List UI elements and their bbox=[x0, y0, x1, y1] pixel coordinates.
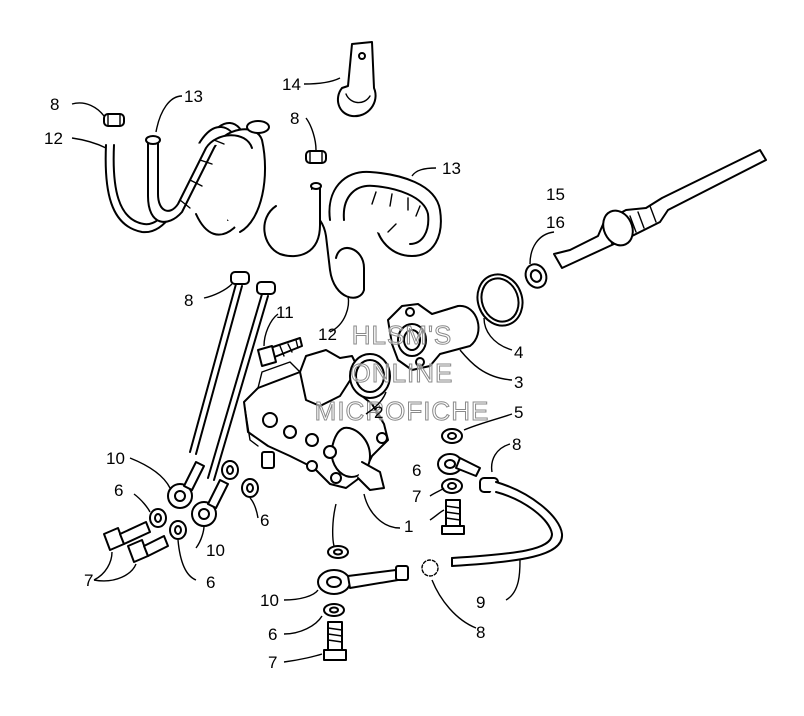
callout-10-bottom: 10 bbox=[260, 591, 279, 610]
oring-4 bbox=[476, 273, 524, 327]
washer-6-bottom-lower bbox=[323, 603, 345, 617]
callout-9: 9 bbox=[476, 593, 485, 612]
callout-12-left: 12 bbox=[44, 129, 63, 148]
banjo-fitting-10-upper bbox=[167, 461, 205, 509]
banjo-fitting-5 bbox=[437, 453, 481, 477]
drive-shaft-15 bbox=[553, 149, 767, 269]
clamp-8-mid-b bbox=[256, 281, 276, 295]
watermark-line-1: HLSM'S bbox=[352, 320, 453, 350]
callout-13-right: 13 bbox=[442, 159, 461, 178]
oring-2 bbox=[349, 353, 391, 399]
callout-5: 5 bbox=[514, 403, 523, 422]
callout-11: 11 bbox=[276, 303, 294, 322]
callout-4: 4 bbox=[514, 343, 523, 362]
callout-6-right: 6 bbox=[412, 461, 421, 480]
callout-labels: 8 12 13 14 8 13 15 16 8 11 12 4 3 2 5 8 … bbox=[44, 75, 565, 672]
callout-7-left: 7 bbox=[84, 571, 93, 590]
callout-6-lower: 6 bbox=[206, 573, 215, 592]
watermark-line-3: MICROFICHE bbox=[315, 396, 490, 426]
clamp-8-top-center bbox=[305, 150, 327, 164]
callout-8-top-left: 8 bbox=[50, 95, 59, 114]
callout-8-right: 8 bbox=[512, 435, 521, 454]
banjo-fitting-10-lower bbox=[191, 479, 229, 527]
callout-12-center: 12 bbox=[318, 325, 337, 344]
callout-6-bottom: 6 bbox=[268, 625, 277, 644]
hose-center-12 bbox=[263, 182, 365, 299]
washer-6-left-upper bbox=[149, 508, 167, 528]
callout-15: 15 bbox=[546, 185, 565, 204]
callout-8-top-center: 8 bbox=[290, 109, 299, 128]
bolt-11 bbox=[257, 337, 303, 367]
callout-13-left: 13 bbox=[184, 87, 203, 106]
washer-6-right-bottom bbox=[441, 478, 463, 494]
hose-left-13 bbox=[145, 120, 270, 233]
bolt-7-left-a bbox=[103, 521, 151, 551]
tube-right-long bbox=[207, 293, 269, 481]
leader-lines bbox=[71, 77, 555, 663]
callout-1: 1 bbox=[404, 517, 413, 536]
clamp-8-mid-a bbox=[230, 271, 250, 285]
callout-10-left: 10 bbox=[106, 449, 125, 468]
washer-6-pump-a bbox=[221, 460, 239, 480]
tube-left-long bbox=[189, 283, 243, 455]
callout-3: 3 bbox=[514, 373, 523, 392]
callout-8-bottom: 8 bbox=[476, 623, 485, 642]
watermark: HLSM'S ONLINE MICROFICHE bbox=[314, 320, 490, 427]
washer-6-pump-b bbox=[241, 478, 259, 498]
hose-9 bbox=[451, 481, 564, 567]
washer-6-left-lower bbox=[169, 520, 187, 540]
hose-center-13 bbox=[328, 170, 442, 257]
washer-16 bbox=[524, 263, 548, 289]
callout-6-pump: 6 bbox=[260, 511, 269, 530]
bolt-7-right bbox=[441, 499, 465, 535]
watermark-line-2: ONLINE bbox=[351, 358, 454, 388]
bracket-14 bbox=[336, 41, 377, 118]
washer-6-right-top bbox=[441, 428, 463, 444]
callout-6-left: 6 bbox=[114, 481, 123, 500]
callout-7-right: 7 bbox=[412, 487, 421, 506]
callout-10-lower: 10 bbox=[206, 541, 225, 560]
callout-2: 2 bbox=[374, 403, 383, 422]
callout-14: 14 bbox=[282, 75, 301, 94]
clamp-8-bottom bbox=[421, 559, 439, 577]
callout-16: 16 bbox=[546, 213, 565, 232]
callout-8-mid: 8 bbox=[184, 291, 193, 310]
callout-7-bottom: 7 bbox=[268, 653, 277, 672]
banjo-fitting-10-bottom bbox=[317, 565, 409, 595]
housing-3 bbox=[387, 303, 480, 371]
bolt-7-left-b bbox=[127, 535, 169, 563]
clamp-8-top-left bbox=[103, 113, 125, 127]
washer-6-bottom-upper bbox=[327, 545, 349, 559]
bolt-7-bottom bbox=[323, 621, 347, 661]
